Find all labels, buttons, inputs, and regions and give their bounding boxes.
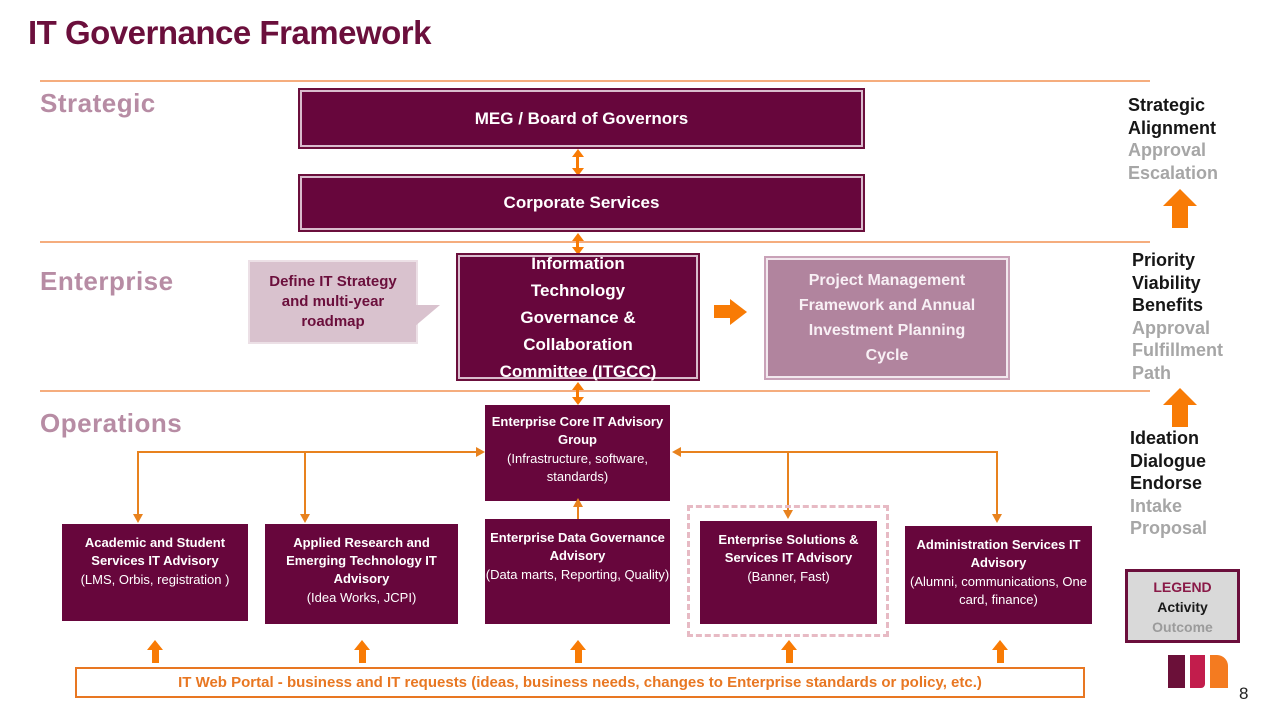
up-arrow-icon bbox=[1163, 189, 1197, 228]
up-arrow-icon bbox=[570, 640, 586, 663]
legend-title: LEGEND bbox=[1153, 579, 1212, 595]
up-arrow-icon bbox=[781, 640, 797, 663]
logo-bar-crimson-icon bbox=[1190, 655, 1205, 688]
page-number: 8 bbox=[1239, 684, 1249, 703]
band-label-enterprise: Enterprise bbox=[40, 266, 174, 296]
dashed-highlight-frame bbox=[687, 505, 889, 637]
connector-line bbox=[138, 451, 477, 453]
band-separator-line bbox=[40, 80, 1150, 82]
advisory-box-enterprise-solutions: Enterprise Solutions & Services IT Advis… bbox=[700, 521, 877, 624]
rail-line: Alignment bbox=[1128, 117, 1216, 138]
pm-framework-box: Project Management Framework and Annual … bbox=[766, 258, 1008, 378]
arrowhead-down-icon bbox=[783, 510, 793, 519]
arrowhead-down-icon bbox=[300, 514, 310, 523]
rail-line: Approval bbox=[1128, 140, 1207, 160]
meg-board-box: MEG / Board of Governors bbox=[300, 90, 863, 147]
rail-line: Intake bbox=[1130, 495, 1183, 516]
arrowhead-down-icon bbox=[133, 514, 143, 523]
rail-line: Dialogue bbox=[1130, 450, 1207, 471]
legend-box: LEGEND Activity Outcome bbox=[1125, 569, 1240, 643]
enterprise-core-box: Enterprise Core IT Advisory Group (Infra… bbox=[485, 405, 670, 501]
advisory-box-applied-research: Applied Research and Emerging Technology… bbox=[265, 524, 458, 624]
band-label-operations: Operations bbox=[40, 408, 183, 438]
advisory-subtitle: (Data marts, Reporting, Quality) bbox=[485, 567, 670, 582]
arrowhead-left-icon bbox=[672, 447, 681, 457]
rail-line: Escalation bbox=[1128, 162, 1219, 183]
band-label-strategic: Strategic bbox=[40, 88, 156, 118]
connector-line bbox=[137, 451, 139, 514]
advisory-subtitle: (Alumni, communications, One card, finan… bbox=[909, 574, 1087, 607]
up-arrow-icon bbox=[1163, 388, 1197, 427]
enterprise-core-title: Enterprise Core IT Advisory Group bbox=[491, 414, 664, 447]
advisory-title: Administration Services IT Advisory bbox=[916, 537, 1081, 570]
logo-bar-orange-icon bbox=[1210, 655, 1228, 688]
advisory-title: Academic and Student Services IT Advisor… bbox=[84, 535, 226, 568]
rail-line: Ideation bbox=[1130, 428, 1200, 448]
advisory-subtitle: (LMS, Orbis, registration ) bbox=[80, 572, 230, 587]
rail-group-ideation: Ideation Dialogue Endorse Intake Proposa… bbox=[1130, 427, 1207, 540]
advisory-subtitle: (Banner, Fast) bbox=[747, 569, 830, 584]
band-separator-line bbox=[40, 241, 1150, 243]
advisory-title: Applied Research and Emerging Technology… bbox=[286, 535, 437, 586]
itgcc-box: Information Technology Governance & Coll… bbox=[458, 254, 698, 381]
rail-line: Strategic bbox=[1128, 95, 1206, 115]
legend-outcome: Outcome bbox=[1152, 619, 1213, 635]
up-arrow-icon bbox=[992, 640, 1008, 663]
rail-line: Fulfillment bbox=[1132, 340, 1223, 360]
legend-activity: Activity bbox=[1157, 599, 1208, 615]
advisory-box-academic: Academic and Student Services IT Advisor… bbox=[62, 524, 248, 621]
logo-bar-maroon-icon bbox=[1168, 655, 1185, 688]
connector-line bbox=[304, 451, 306, 514]
rail-line: Path bbox=[1132, 362, 1172, 383]
define-it-strategy-callout: Define IT Strategy and multi-year roadma… bbox=[248, 260, 440, 344]
rail-line: Priority bbox=[1132, 250, 1196, 270]
enterprise-core-subtitle: (Infrastructure, software, standards) bbox=[507, 451, 648, 484]
rail-line: Viability bbox=[1132, 272, 1201, 293]
rail-line: Endorse bbox=[1130, 473, 1203, 493]
corporate-services-box: Corporate Services bbox=[300, 176, 863, 230]
rail-line: Benefits bbox=[1132, 295, 1204, 315]
advisory-title: Enterprise Data Governance Advisory bbox=[490, 530, 665, 563]
rail-group-strategic: Strategic Alignment Approval Escalation bbox=[1128, 94, 1218, 184]
arrowhead-up-icon bbox=[573, 498, 583, 507]
connector-line bbox=[681, 451, 998, 453]
advisory-box-administration: Administration Services IT Advisory (Alu… bbox=[905, 526, 1092, 624]
rail-line: Approval bbox=[1132, 317, 1211, 338]
connector-line bbox=[787, 451, 789, 511]
advisory-box-data-governance: Enterprise Data Governance Advisory (Dat… bbox=[485, 519, 670, 624]
connector-line bbox=[577, 506, 579, 521]
arrowhead-right-icon bbox=[476, 447, 485, 457]
arrowhead-down-icon bbox=[992, 514, 1002, 523]
rail-line: Proposal bbox=[1130, 518, 1208, 538]
right-arrow-icon bbox=[714, 305, 730, 318]
up-arrow-icon bbox=[147, 640, 163, 663]
up-arrow-icon bbox=[354, 640, 370, 663]
rail-group-priority: Priority Viability Benefits Approval Ful… bbox=[1132, 249, 1223, 384]
page-title: IT Governance Framework bbox=[28, 14, 431, 51]
double-arrow-icon bbox=[576, 240, 579, 248]
advisory-subtitle: (Idea Works, JCPI) bbox=[306, 590, 417, 605]
double-arrow-icon bbox=[576, 389, 579, 398]
double-arrow-icon bbox=[576, 156, 579, 169]
connector-line bbox=[996, 451, 998, 515]
it-web-portal-bar: IT Web Portal - business and IT requests… bbox=[75, 667, 1085, 698]
advisory-title: Enterprise Solutions & Services IT Advis… bbox=[718, 532, 859, 565]
band-separator-line bbox=[40, 390, 1150, 392]
